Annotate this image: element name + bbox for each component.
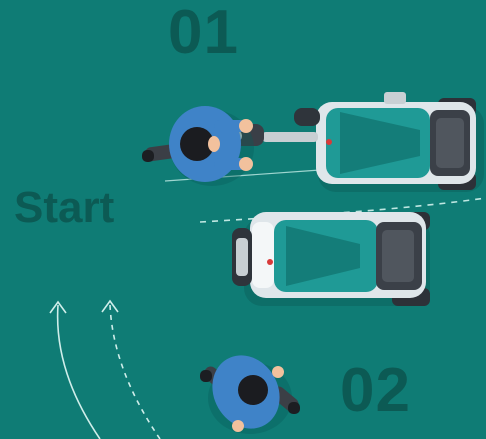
path-arrow-icon <box>50 301 160 439</box>
step-one-number: 01 <box>168 2 239 64</box>
operator-icon <box>142 106 254 186</box>
scrubber-machine-icon <box>232 212 430 306</box>
scrubber-machine-icon <box>226 92 484 192</box>
start-label: Start <box>14 186 114 230</box>
operator-icon <box>199 343 301 439</box>
step-two-number: 02 <box>340 360 411 422</box>
